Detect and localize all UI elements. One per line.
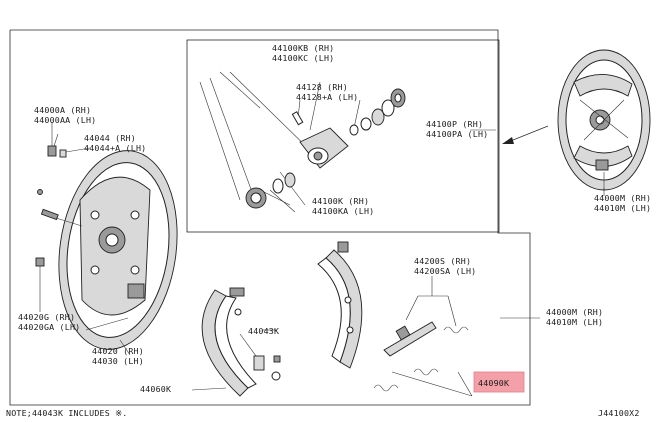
label-44010m-lh: 44010M (LH): [546, 317, 603, 327]
label-44100p-rh: 44100P (RH): [426, 119, 483, 129]
label-44020g-rh: 44020G (RH): [18, 312, 75, 322]
label-44000a-rh: 44000A (RH): [34, 105, 91, 115]
label-44044a-lh: 44044+A (LH): [84, 143, 146, 153]
label-44100pa-lh: 44100PA (LH): [426, 129, 488, 139]
label-44128a-lh: 44128+A (LH): [296, 92, 358, 102]
backing-plate: [58, 150, 178, 350]
label-44000m-rh: 44000M (RH): [546, 307, 603, 317]
label-44030-lh: 44030 (LH): [92, 356, 144, 366]
assembled-brake-drum: [557, 49, 651, 191]
brake-shoe-left: [201, 287, 257, 397]
highlight-44090k: [473, 371, 525, 393]
note-text: NOTE;44043K INCLUDES ※.: [6, 408, 127, 418]
label-44043k: 44043K: [248, 326, 279, 336]
label-44000m-rh-top: 44000M (RH): [594, 193, 651, 203]
label-44200s-rh: 44200S (RH): [414, 256, 471, 266]
label-44128-rh: 44128 (RH): [296, 82, 348, 92]
leader-lines: [53, 129, 605, 391]
backing-plate-hardware: [35, 122, 83, 312]
adjuster-strut: [383, 321, 437, 357]
adjuster-and-springs: [373, 276, 473, 397]
label-44044-rh: 44044 (RH): [84, 133, 136, 143]
figure-id: J44100X2: [598, 408, 640, 418]
label-44010m-lh-top: 44010M (LH): [594, 203, 651, 213]
wheel-cylinder-inset-box: [186, 39, 500, 233]
pointer-arrow: [502, 125, 549, 144]
outer-frame: [9, 29, 531, 406]
label-44090k: 44090K: [478, 378, 509, 388]
label-44100ka-lh: 44100KA (LH): [312, 206, 374, 216]
label-44020ga-lh: 44020GA (LH): [18, 322, 80, 332]
wheel-cylinder-group: [199, 71, 406, 213]
label-44200sa-lh: 44200SA (LH): [414, 266, 476, 276]
brake-shoe-right: [317, 241, 363, 369]
label-44020-rh: 44020 (RH): [92, 346, 144, 356]
part-labels: 44000A (RH) 44000AA (LH) 44044 (RH) 4404…: [6, 43, 651, 418]
label-44100kc-lh: 44100KC (LH): [272, 53, 334, 63]
label-44100kb-rh: 44100KB (RH): [272, 43, 334, 53]
label-44100k-rh: 44100K (RH): [312, 196, 369, 206]
label-44000aa-lh: 44000AA (LH): [34, 115, 96, 125]
shoe-hold-down-kit: [239, 333, 281, 381]
label-44060k: 44060K: [140, 384, 171, 394]
